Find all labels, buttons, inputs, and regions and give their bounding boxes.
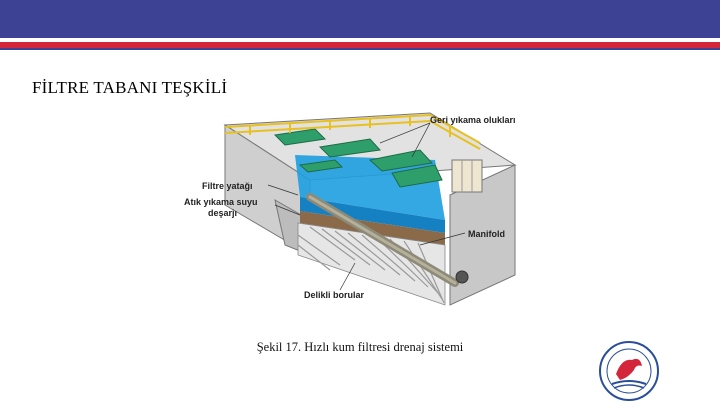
label-perforated-pipes: Delikli borular <box>304 290 365 300</box>
label-wash-water-2: deşarjı <box>208 208 237 218</box>
slide-title: FİLTRE TABANI TEŞKİLİ <box>32 78 227 98</box>
control-panel-icon <box>452 160 482 192</box>
outlet-pipe-icon <box>456 271 468 283</box>
label-manifold: Manifold <box>468 229 505 239</box>
filter-diagram: Geri yıkama olukları Filtre yatağı Atık … <box>180 105 540 310</box>
header-divider-blue <box>0 48 720 50</box>
label-filter-bed: Filtre yatağı <box>202 181 253 191</box>
label-wash-water-1: Atık yıkama suyu <box>184 197 258 207</box>
label-backwash-troughs: Geri yıkama olukları <box>430 115 516 125</box>
header-band <box>0 0 720 38</box>
university-seal-icon <box>598 340 660 402</box>
filter-diagram-svg: Geri yıkama olukları Filtre yatağı Atık … <box>180 105 540 310</box>
